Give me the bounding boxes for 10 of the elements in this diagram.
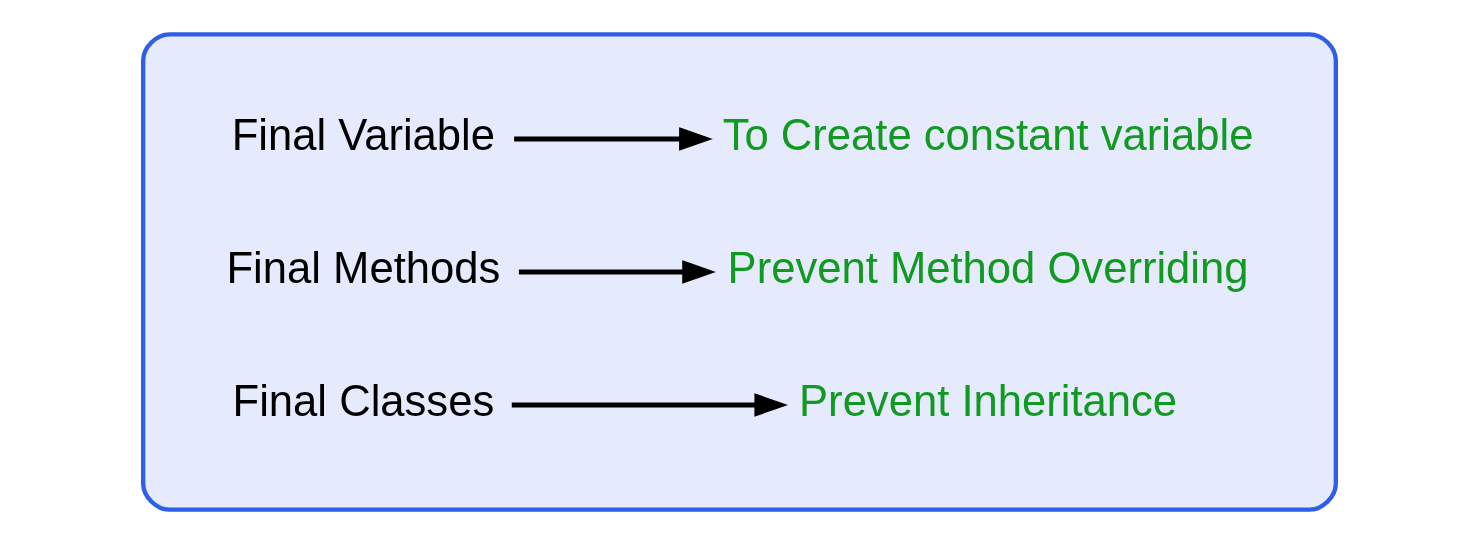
arrow: [511, 393, 788, 417]
node-text: Prevent Method Overriding: [727, 243, 1249, 292]
node-text: To Create constant variable: [722, 110, 1253, 159]
node-text: Final Methods: [225, 243, 500, 292]
node-text: Final Classes: [232, 376, 494, 425]
node-text: Final Variable: [231, 110, 495, 159]
arrow: [513, 127, 713, 151]
arrow: [518, 260, 716, 284]
node-text: Prevent Inheritance: [798, 376, 1177, 425]
cluster: [140, 32, 1338, 512]
